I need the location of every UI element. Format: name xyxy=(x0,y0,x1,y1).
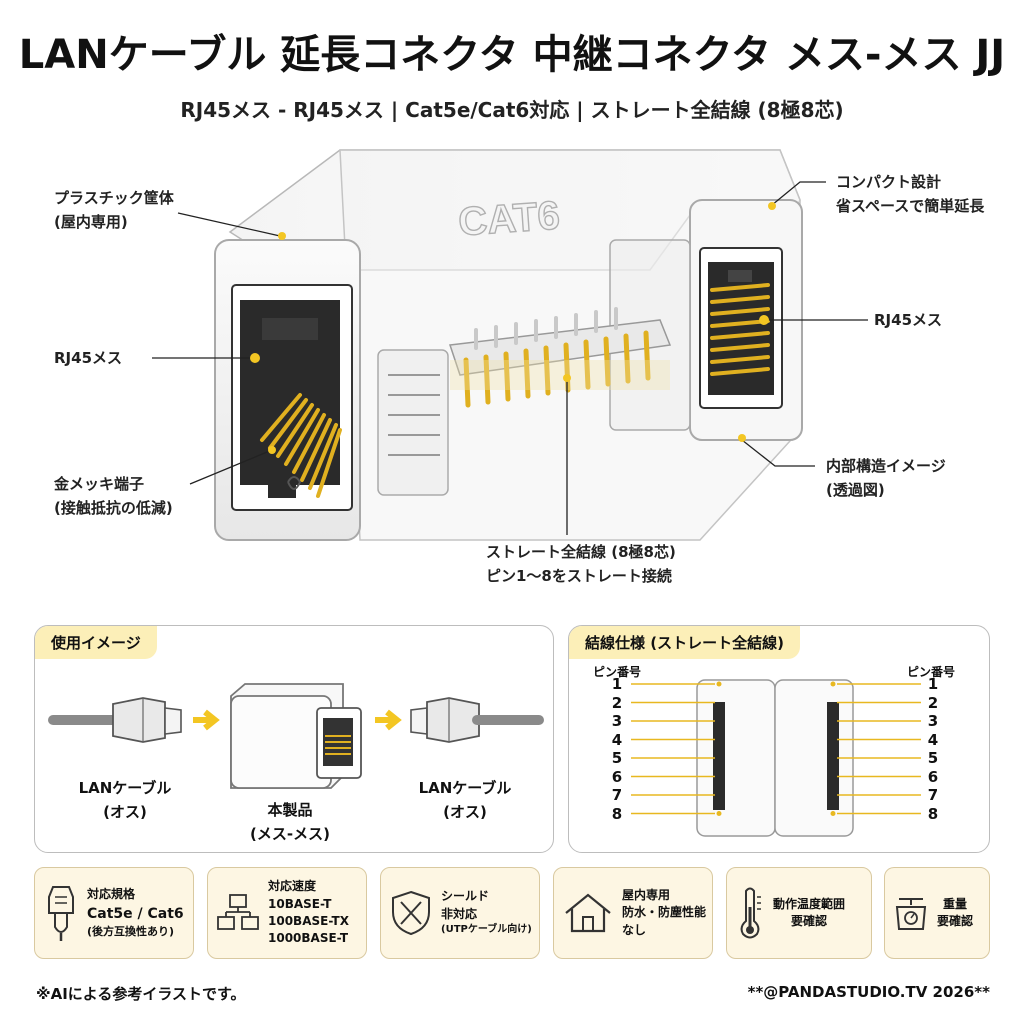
pin-number: 3 xyxy=(611,712,623,730)
pin-number: 1 xyxy=(927,675,939,693)
pin-number: 5 xyxy=(611,749,623,767)
wiring-panel-title: 結線仕様 (ストレート全結線) xyxy=(569,626,800,659)
pin-number: 7 xyxy=(927,786,939,804)
label-plastic-housing: プラスチック筐体(屋内専用) xyxy=(54,189,174,231)
connector-icon xyxy=(48,886,74,941)
footer-credit: **@PANDASTUDIO.TV 2026** xyxy=(747,983,990,1001)
pin-number: 8 xyxy=(611,804,623,823)
page-title: LANケーブル 延長コネクタ 中継コネクタ メス-メス JJ xyxy=(18,32,1006,78)
pin-number: 3 xyxy=(927,712,939,730)
label-gold-contacts: 金メッキ端子(接触抵抗の低減) xyxy=(54,475,173,517)
pin-number: 4 xyxy=(611,730,623,749)
pin-number: 5 xyxy=(927,749,939,767)
usage-illustration xyxy=(48,683,544,789)
usage-panel: 使用イメージ LANケーブル(オス) 本製品(メス-メス) LANケーブル(オス… xyxy=(34,625,554,853)
thermometer-icon xyxy=(740,887,761,939)
pin-dot xyxy=(830,681,836,687)
pin-number: 6 xyxy=(927,767,939,786)
usage-panel-title: 使用イメージ xyxy=(35,626,157,659)
spec-indoor: 屋内専用防水・防塵性能なし xyxy=(553,867,713,959)
pin-number: 1 xyxy=(611,675,623,693)
network-icon xyxy=(217,894,259,930)
wiring-diagram xyxy=(631,679,921,837)
connector-illustration: CAT6 xyxy=(152,149,868,541)
spec-temperature-text: 動作温度範囲要確認 xyxy=(773,896,846,928)
scale-icon xyxy=(895,898,927,930)
spec-weight-text: 重量要確認 xyxy=(937,896,974,928)
label-rj45-left: RJ45メス xyxy=(54,349,123,367)
pin-number: 2 xyxy=(927,693,939,712)
pin-dot xyxy=(830,811,836,816)
spec-weight: 重量要確認 xyxy=(884,867,990,959)
pin-number: 7 xyxy=(611,786,623,804)
house-icon xyxy=(565,893,611,933)
pin-number: 6 xyxy=(611,767,623,786)
arrow-icon xyxy=(375,709,402,731)
pin-dot xyxy=(716,681,722,687)
usage-cable-left: LANケーブル(オス) xyxy=(78,779,172,821)
pin-number: 2 xyxy=(611,693,623,712)
spec-shield: シールド非対応(UTPケーブル向け) xyxy=(380,867,540,959)
label-rj45-right: RJ45メス xyxy=(874,311,943,329)
pin-header-right: ピン番号 xyxy=(907,665,956,679)
arrow-icon xyxy=(193,709,220,731)
label-internal-structure: 内部構造イメージ(透過図) xyxy=(826,457,946,499)
usage-cable-right: LANケーブル(オス) xyxy=(418,779,512,821)
pin-number: 8 xyxy=(927,804,939,823)
label-straight-wiring: ストレート全結線 (8極8芯)ピン1～8をストレート接続 xyxy=(486,543,676,585)
label-compact-design: コンパクト設計省スペースで簡単延長 xyxy=(836,173,985,215)
pin-header-left: ピン番号 xyxy=(593,665,642,679)
shield-crossed-icon xyxy=(392,890,430,936)
cat6-emboss: CAT6 xyxy=(457,194,561,245)
spec-indoor-text: 屋内専用防水・防塵性能なし xyxy=(622,887,707,937)
usage-product: 本製品(メス-メス) xyxy=(250,801,330,843)
pin-dot xyxy=(716,811,722,816)
pin-number: 4 xyxy=(927,730,939,749)
spec-shield-text: シールド非対応(UTPケーブル向け) xyxy=(441,889,532,936)
spec-temperature: 動作温度範囲要確認 xyxy=(726,867,872,959)
footer-note: ※AIによる参考イラストです。 xyxy=(36,985,246,1003)
page-subtitle: RJ45メス - RJ45メス | Cat5e/Cat6対応 | ストレート全結… xyxy=(180,98,844,122)
